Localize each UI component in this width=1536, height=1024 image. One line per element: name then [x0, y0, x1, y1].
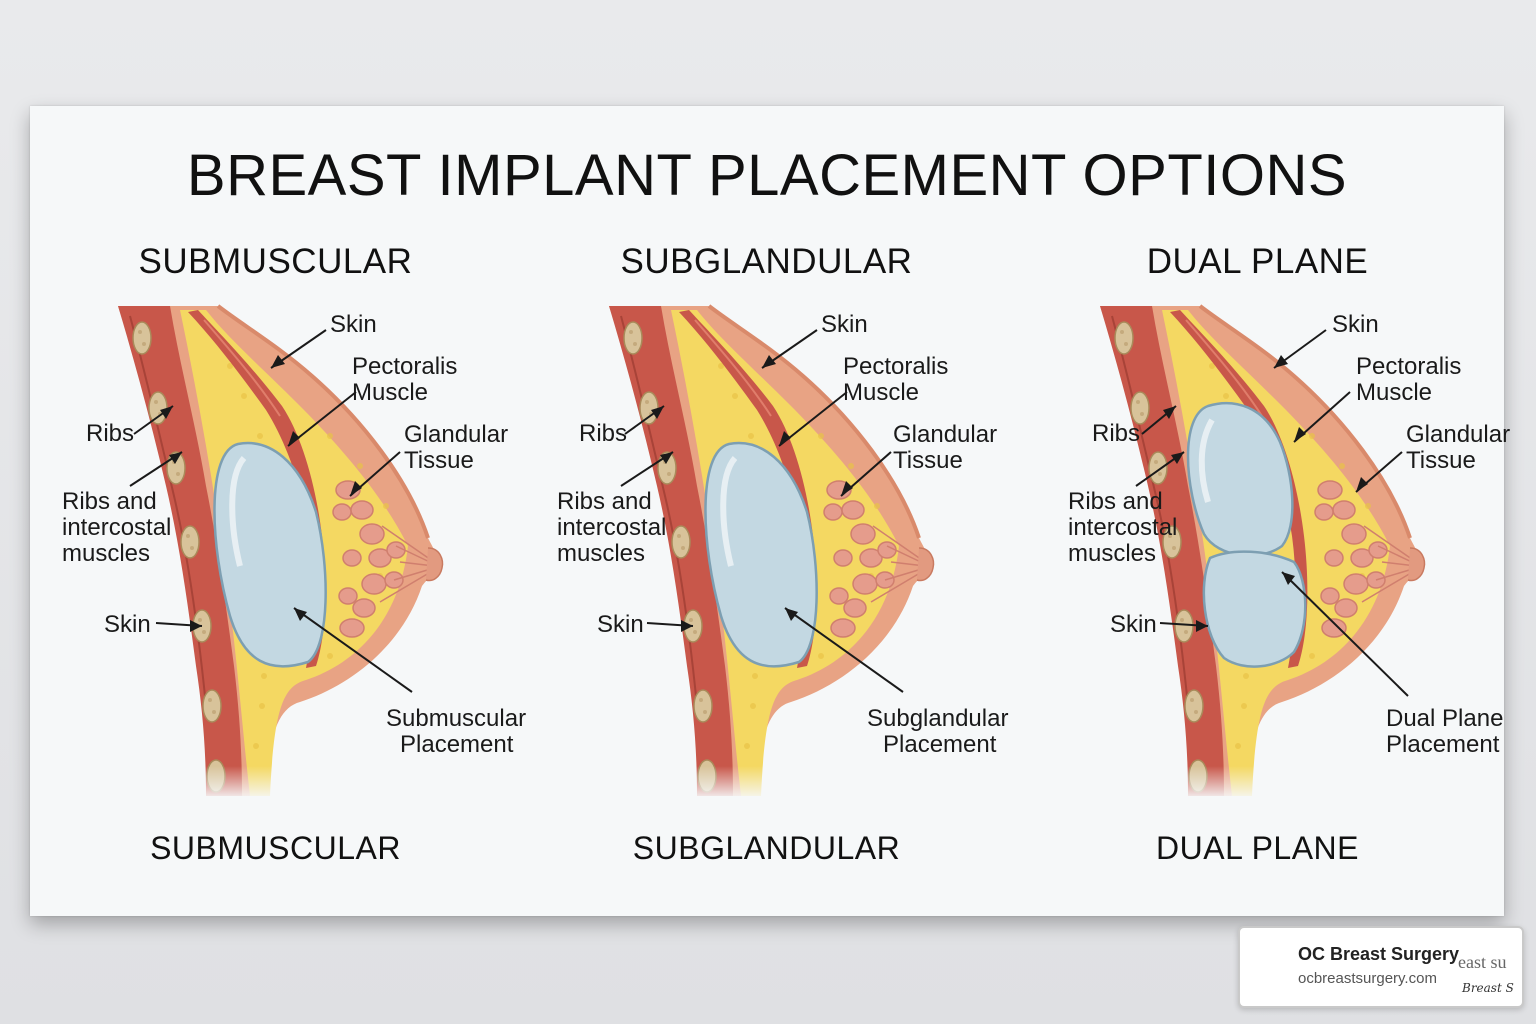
- label-placement-2: Placement: [1386, 731, 1500, 758]
- label-ribs: Ribs: [86, 420, 134, 447]
- panel-heading: SUBGLANDULAR: [620, 242, 913, 281]
- label-placement-2: Placement: [883, 731, 997, 758]
- arrowheads: [651, 355, 853, 632]
- label-ribs-ic-3: muscles: [1068, 540, 1156, 567]
- anatomy-illustration: Skin Pectoralis Muscle Glandular Tissue …: [62, 304, 526, 802]
- logo-text: east su: [1458, 952, 1507, 972]
- panel-footer: SUBGLANDULAR: [632, 830, 901, 866]
- label-glandular-2: Tissue: [404, 447, 474, 474]
- label-placement-1: Submuscular: [386, 705, 526, 732]
- panel-footer: SUBMUSCULAR: [150, 830, 401, 866]
- label-glandular-2: Tissue: [893, 447, 963, 474]
- label-pectoralis-1: Pectoralis: [1356, 353, 1461, 380]
- implant-lower: [1202, 550, 1307, 668]
- source-badge[interactable]: OC Breast Surgery ocbreastsurgery.com ea…: [1238, 926, 1524, 1008]
- label-placement-1: Subglandular: [867, 705, 1008, 732]
- label-skin-top: Skin: [1332, 311, 1379, 338]
- implant-upper: [1186, 401, 1294, 557]
- label-pectoralis-1: Pectoralis: [843, 353, 948, 380]
- badge-site-name: OC Breast Surgery: [1298, 944, 1460, 964]
- label-glandular-1: Glandular: [1406, 421, 1510, 448]
- label-skin-side: Skin: [1110, 611, 1157, 638]
- panel-footer: DUAL PLANE: [1156, 830, 1359, 866]
- anatomy-illustration: Skin Pectoralis Muscle Glandular Tissue …: [557, 304, 1008, 802]
- logo-script: Breast S: [1461, 981, 1514, 995]
- label-pectoralis-2: Muscle: [1356, 379, 1432, 406]
- main-title: BREAST IMPLANT PLACEMENT OPTIONS: [186, 143, 1348, 208]
- implant-highlight: [1198, 418, 1215, 503]
- label-ribs-ic-2: intercostal: [1068, 514, 1177, 541]
- panel-heading: SUBMUSCULAR: [138, 242, 413, 281]
- panel-heading: DUAL PLANE: [1146, 242, 1369, 281]
- label-glandular-1: Glandular: [893, 421, 997, 448]
- implant-highlight: [229, 456, 247, 567]
- label-ribs: Ribs: [1092, 420, 1140, 447]
- label-skin-side: Skin: [104, 611, 151, 638]
- panel-dual-plane: DUAL PLANE: [1012, 106, 1510, 916]
- label-placement-1: Dual Plane: [1386, 705, 1503, 732]
- label-pectoralis-1: Pectoralis: [352, 353, 457, 380]
- label-ribs: Ribs: [579, 420, 627, 447]
- implant-highlight: [720, 456, 738, 567]
- label-skin-top: Skin: [821, 311, 868, 338]
- label-ribs-ic-2: intercostal: [62, 514, 171, 541]
- label-ribs-ic-1: Ribs and: [1068, 488, 1163, 515]
- arrowheads: [160, 355, 362, 632]
- label-skin-side: Skin: [597, 611, 644, 638]
- site-logo-icon: east su Breast S: [1458, 952, 1514, 995]
- arrowheads: [1163, 355, 1368, 632]
- label-placement-2: Placement: [400, 731, 514, 758]
- label-pectoralis-2: Muscle: [843, 379, 919, 406]
- label-glandular-2: Tissue: [1406, 447, 1476, 474]
- panel-subglandular: SUBGLANDULAR S: [521, 106, 1012, 916]
- anatomy-illustration: Skin Pectoralis Muscle Glandular Tissue …: [1068, 304, 1510, 802]
- label-glandular-1: Glandular: [404, 421, 508, 448]
- label-ribs-ic-1: Ribs and: [557, 488, 652, 515]
- label-skin-top: Skin: [330, 311, 377, 338]
- badge-site-url[interactable]: ocbreastsurgery.com: [1298, 970, 1437, 987]
- label-ribs-ic-3: muscles: [62, 540, 150, 567]
- diagram-board: BREAST IMPLANT PLACEMENT OPTIONS SUBMUSC…: [30, 106, 1510, 916]
- panel-submuscular: SUBMUSCULAR Sk: [30, 106, 526, 916]
- label-ribs-ic-1: Ribs and: [62, 488, 157, 515]
- label-ribs-ic-3: muscles: [557, 540, 645, 567]
- label-pectoralis-2: Muscle: [352, 379, 428, 406]
- label-ribs-ic-2: intercostal: [557, 514, 666, 541]
